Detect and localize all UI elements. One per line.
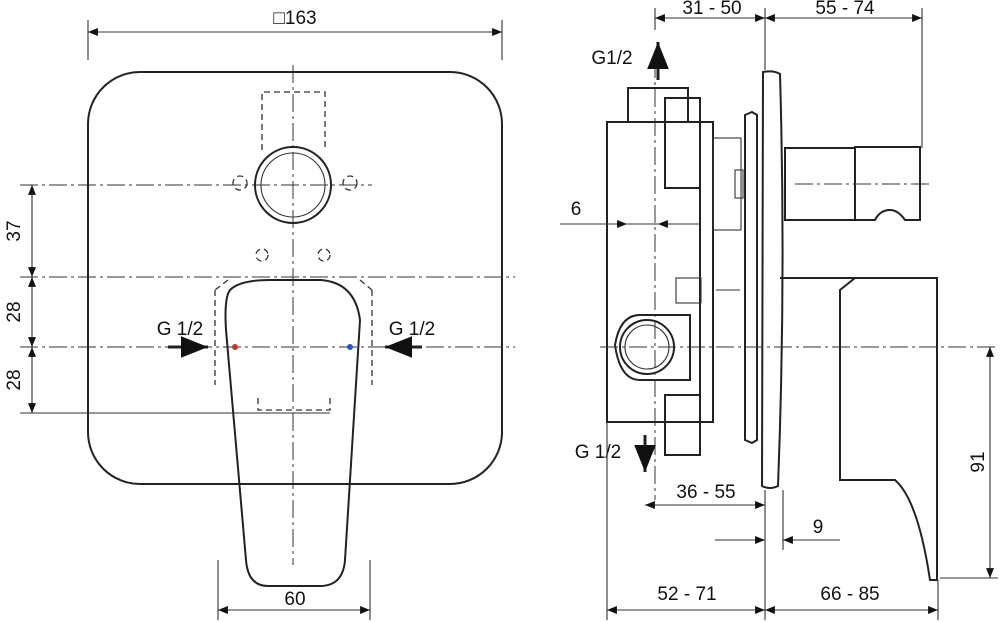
- dim-91: 91: [968, 451, 989, 472]
- dim-6: 6: [571, 199, 582, 220]
- dim-52-71: 52 - 71: [657, 584, 716, 605]
- dim-55-74: 55 - 74: [815, 0, 875, 19]
- outlet-port: [613, 314, 691, 381]
- outlet-top-label: G1/2: [591, 48, 632, 69]
- valve-body: [606, 121, 701, 423]
- hot-indicator: [232, 344, 238, 350]
- dim-37: 37: [4, 220, 25, 241]
- side-view: 31 - 50 55 - 74 G1/2 6 G 1/2 36 - 55 9 9…: [560, 0, 998, 620]
- cold-indicator: [347, 344, 353, 350]
- diverter-opening: [254, 146, 332, 224]
- lever-handle: [224, 279, 362, 587]
- inlet-left-label: G 1/2: [157, 319, 203, 340]
- lever-width-label: 60: [284, 589, 305, 610]
- dim-28-lower: 28: [4, 369, 25, 390]
- dim-9: 9: [813, 517, 824, 538]
- cover-plate-side: [760, 70, 784, 489]
- inlet-right-label: G 1/2: [389, 319, 435, 340]
- lever-side: [780, 277, 938, 581]
- thread-ring: [744, 110, 758, 445]
- outlet-bottom-label: G 1/2: [575, 442, 621, 463]
- cover-plate: [87, 71, 503, 485]
- spout-nozzle: [854, 146, 921, 221]
- dim-36-55: 36 - 55: [676, 482, 735, 503]
- dim-31-50: 31 - 50: [682, 0, 741, 19]
- dim-28-upper: 28: [4, 301, 25, 322]
- dim-66-85: 66 - 85: [820, 584, 879, 605]
- front-view: □163 37 28 28 G 1/2 G 1/2 60: [4, 8, 515, 620]
- width-label: □163: [273, 8, 316, 29]
